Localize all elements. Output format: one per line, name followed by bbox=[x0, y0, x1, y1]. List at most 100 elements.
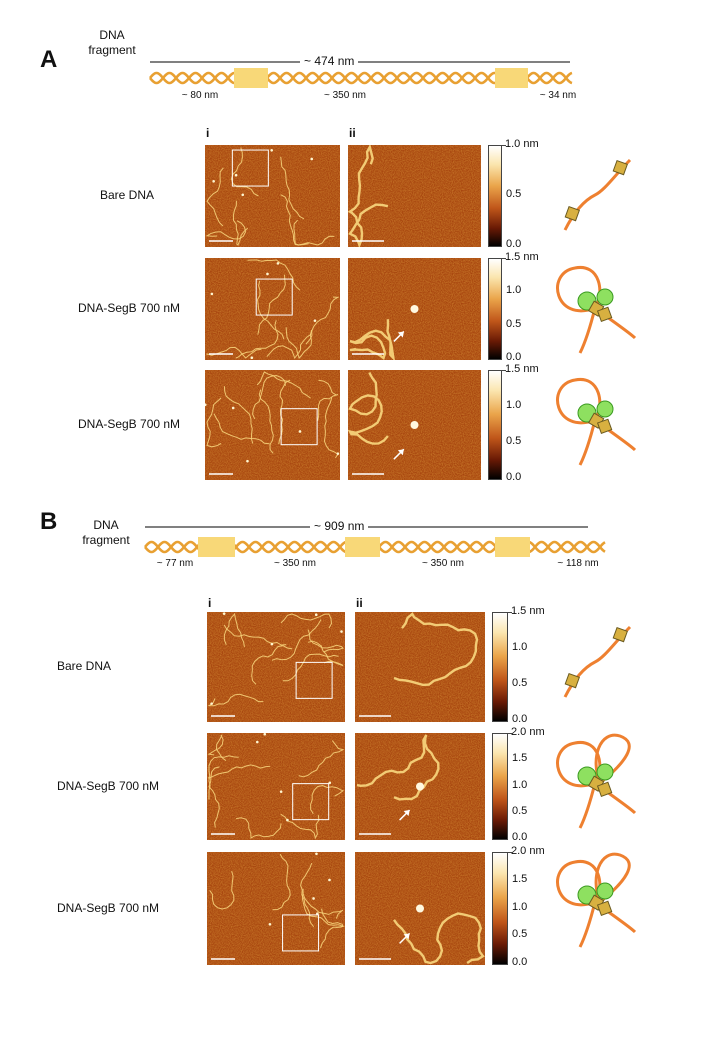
dna-molecule bbox=[285, 327, 313, 359]
colorbar-max-label: 1.5 nm bbox=[511, 605, 545, 617]
column-label: i bbox=[206, 126, 210, 140]
dna-molecule bbox=[251, 645, 293, 685]
dna-molecule bbox=[209, 871, 235, 910]
segment-length-label: ~ 80 nm bbox=[181, 90, 219, 101]
segment-length-label: ~ 77 nm bbox=[156, 558, 194, 569]
binding-site-cube bbox=[596, 900, 613, 916]
dna-molecule bbox=[232, 200, 249, 246]
dna-molecule bbox=[393, 912, 485, 965]
colorbar-tick-label: 0.0 bbox=[512, 956, 528, 968]
binding-site-box bbox=[495, 68, 528, 88]
colorbar-tick-label: 1.0 bbox=[512, 778, 528, 791]
particle bbox=[234, 173, 238, 177]
dna-molecule bbox=[206, 397, 222, 448]
panel-letter: B bbox=[40, 508, 58, 535]
dna-cartoon bbox=[563, 625, 632, 698]
colorbar-tick bbox=[500, 258, 506, 259]
total-length-label: ~ 474 nm bbox=[300, 54, 359, 68]
colorbar-tick-label: 0.0 bbox=[506, 471, 522, 483]
colorbar-tick-label: 0.0 bbox=[506, 238, 522, 250]
colorbar-tick-label: 0.0 bbox=[506, 351, 522, 363]
particle bbox=[263, 733, 267, 736]
colorbar-tick-label: 0.5 bbox=[512, 677, 528, 689]
zoom-region-box bbox=[231, 149, 269, 187]
dna-loop bbox=[594, 733, 631, 785]
colorbar-tick-label: 1.5 bbox=[512, 872, 528, 885]
dna-molecule bbox=[348, 145, 389, 247]
afm-texture bbox=[207, 733, 345, 840]
colorbar-tick-label: 1.0 bbox=[506, 284, 522, 297]
segment-length-label: ~ 34 nm bbox=[539, 90, 577, 101]
dna-molecule bbox=[247, 259, 301, 291]
height-colorbar bbox=[488, 370, 502, 480]
height-colorbar bbox=[492, 852, 508, 965]
colorbar-tick-label: 1.0 bbox=[512, 900, 528, 913]
particle bbox=[210, 292, 214, 296]
segb-protein bbox=[596, 288, 614, 306]
height-colorbar bbox=[492, 612, 508, 722]
colorbar-tick-label: 0.5 bbox=[506, 435, 522, 447]
colorbar-tick-label: 0.5 bbox=[512, 804, 528, 817]
binding-site-cube bbox=[612, 626, 628, 643]
dna-molecule bbox=[271, 619, 322, 661]
particle bbox=[246, 459, 249, 463]
dna-molecule bbox=[323, 397, 339, 459]
binding-site-cube bbox=[596, 418, 613, 434]
afm-overview-image bbox=[207, 852, 345, 965]
dna-molecule bbox=[298, 740, 345, 778]
zoom-region-box bbox=[292, 783, 330, 821]
particle bbox=[255, 740, 259, 744]
colorbar-tick bbox=[506, 733, 512, 734]
fragment-label-line: fragment bbox=[88, 43, 136, 57]
afm-zoom-image bbox=[348, 258, 481, 360]
colorbar-max-label: 2.0 nm bbox=[511, 845, 545, 857]
dna-molecule bbox=[266, 333, 312, 360]
dna-loop bbox=[594, 852, 631, 904]
height-colorbar bbox=[488, 145, 502, 247]
dna-molecule bbox=[301, 894, 345, 928]
dna-molecule bbox=[307, 629, 344, 653]
dna-molecule bbox=[252, 374, 286, 420]
dna-molecule bbox=[348, 372, 389, 445]
arrow-head-icon bbox=[403, 933, 410, 940]
dna-cartoon bbox=[563, 158, 632, 231]
arrow-head-icon bbox=[397, 331, 404, 338]
particle bbox=[222, 612, 226, 615]
dna-molecule bbox=[206, 346, 262, 359]
dna-cartoon bbox=[556, 378, 637, 466]
particle bbox=[241, 193, 245, 197]
afm-overview-image bbox=[207, 733, 345, 840]
segb-complex bbox=[416, 782, 424, 791]
segment-length-label: ~ 350 nm bbox=[274, 558, 316, 569]
column-label: ii bbox=[349, 126, 356, 140]
arrow-head-icon bbox=[403, 810, 410, 817]
particle bbox=[266, 272, 269, 276]
binding-site-cube bbox=[564, 205, 580, 222]
particle bbox=[286, 818, 289, 822]
dna-molecule bbox=[317, 379, 339, 421]
row-label: DNA-SegB 700 nM bbox=[78, 417, 181, 431]
dna-molecule bbox=[213, 413, 270, 445]
column-label: i bbox=[208, 596, 212, 610]
dna-molecule bbox=[258, 389, 274, 454]
colorbar-tick bbox=[506, 612, 512, 613]
zoom-region-box bbox=[282, 914, 320, 952]
colorbar-tick-label: 0.0 bbox=[512, 831, 528, 843]
dna-molecule bbox=[205, 220, 247, 240]
dna-molecule bbox=[206, 167, 224, 227]
colorbar-max-label: 1.5 nm bbox=[505, 251, 539, 263]
particle bbox=[310, 157, 314, 161]
dna-molecule bbox=[235, 320, 279, 359]
segb-protein bbox=[596, 400, 614, 418]
afm-overview-image bbox=[205, 258, 340, 360]
dna-molecule bbox=[256, 371, 311, 399]
dna-molecule bbox=[208, 766, 220, 828]
binding-site-box bbox=[198, 537, 235, 557]
particle bbox=[316, 912, 319, 915]
dna-cartoon bbox=[556, 733, 637, 829]
colorbar-tick-label: 0.0 bbox=[512, 713, 528, 725]
afm-zoom-image bbox=[348, 370, 481, 480]
zoom-region-box bbox=[295, 661, 333, 699]
dna-molecule bbox=[305, 296, 339, 345]
